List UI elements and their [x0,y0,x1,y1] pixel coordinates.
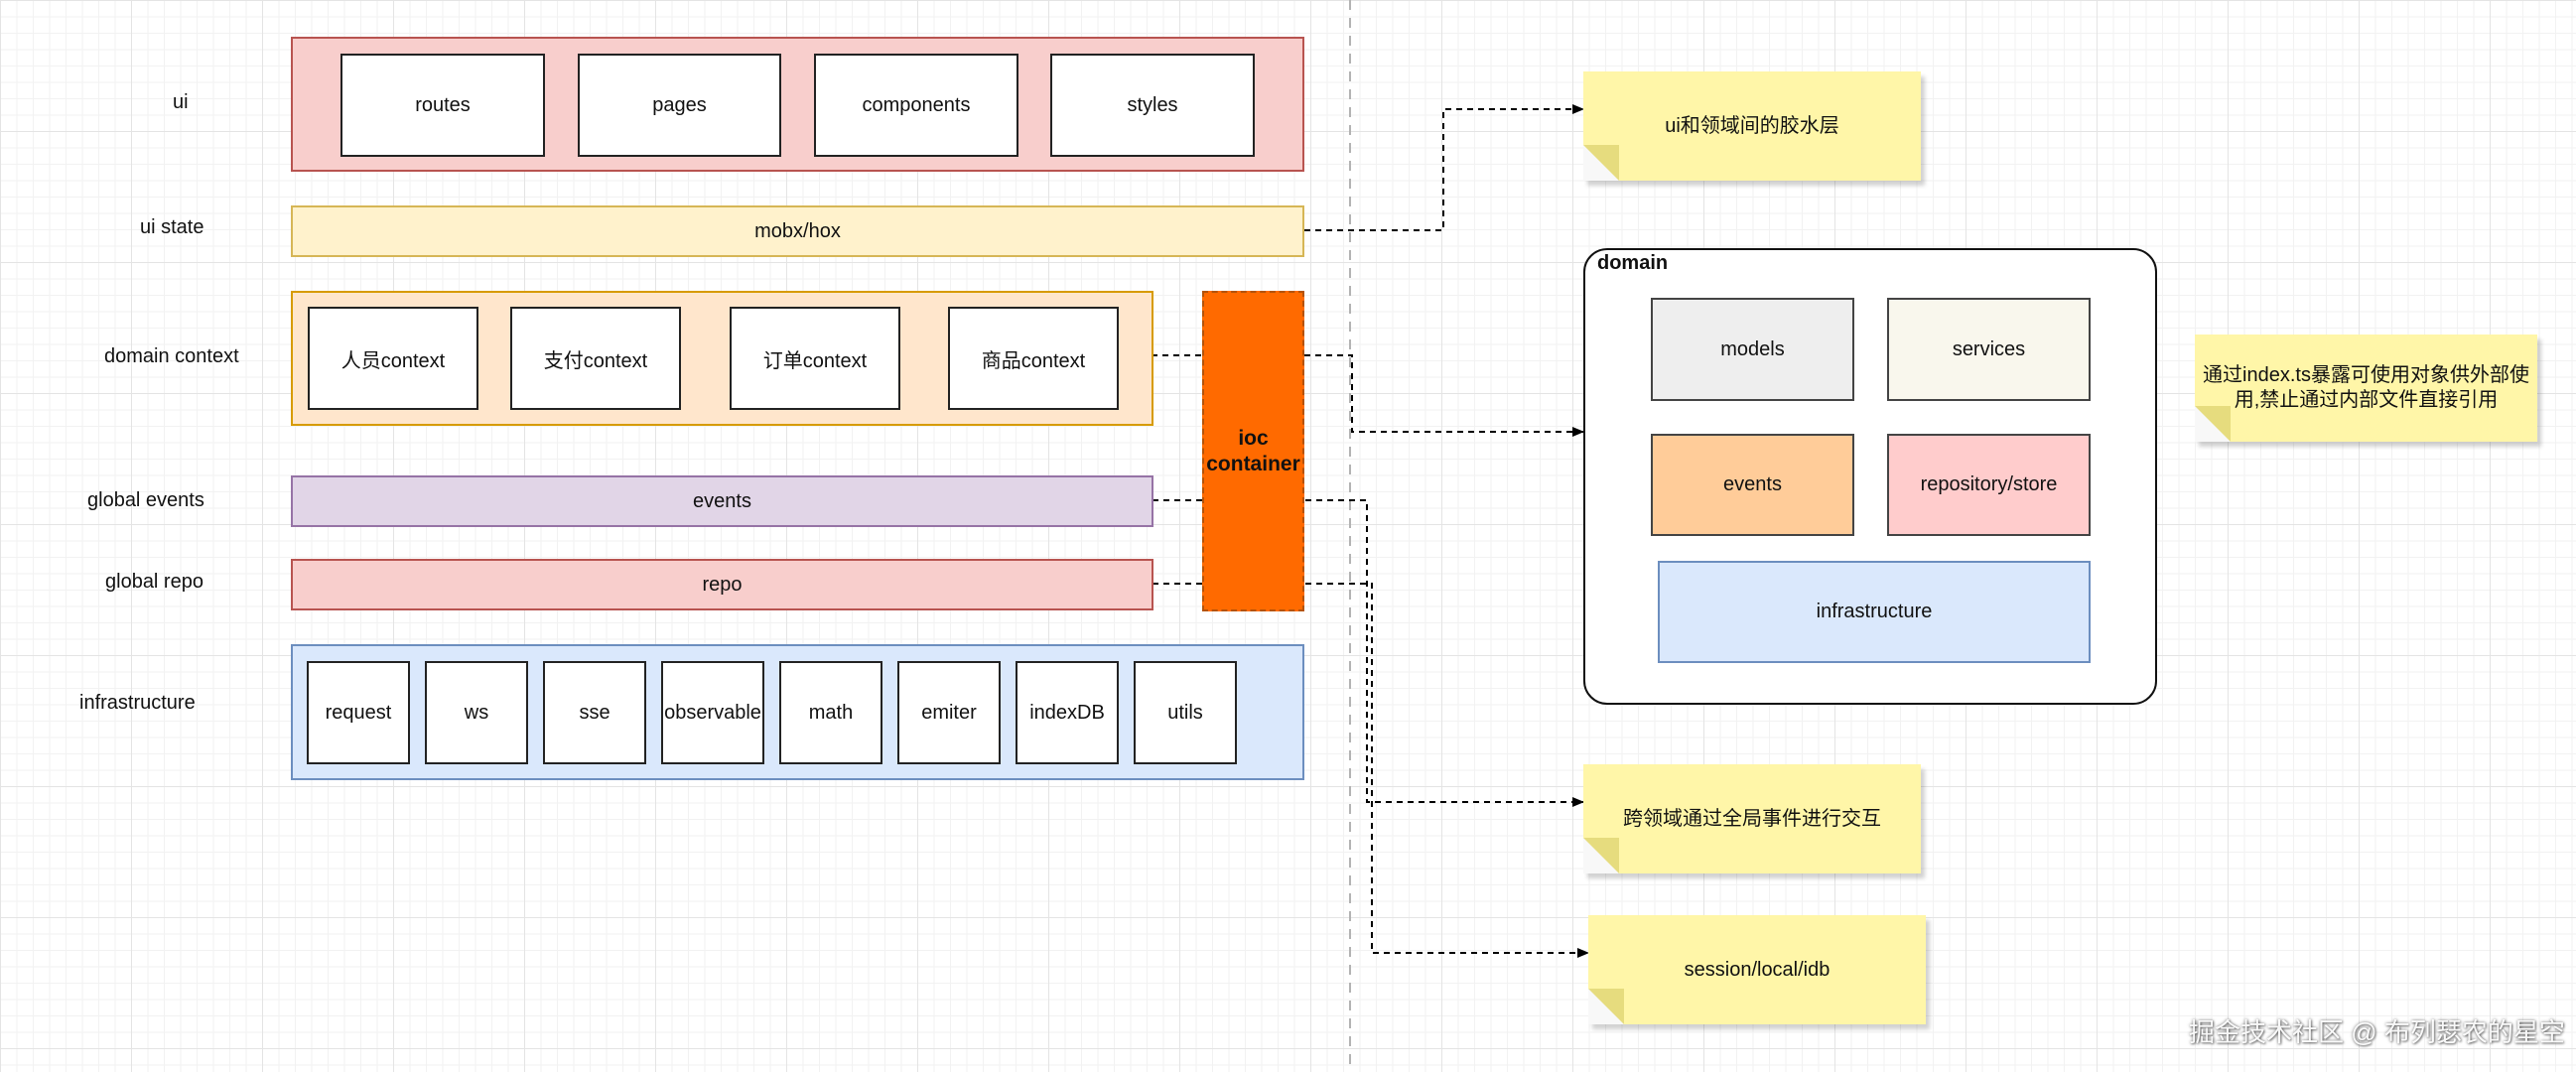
ui-state-bar: mobx/hox [291,205,1304,257]
infra-item-utils: utils [1134,661,1237,764]
domain-repository-store: repository/store [1887,434,2091,536]
context-order: 订单context [730,307,900,410]
ui-item-styles: styles [1050,54,1255,157]
ioc-label-line1: ioc [1238,427,1269,451]
note-storage: session/local/idb [1588,915,1926,1024]
row-label-domain-context: domain context [104,345,239,367]
infra-item-math: math [779,661,882,764]
row-label-ui-state: ui state [140,216,204,238]
note-export-rule: 通过index.ts暴露可使用对象供外部使用,禁止通过内部文件直接引用 [2195,335,2537,442]
domain-events: events [1651,434,1854,536]
infra-item-observable: observable [661,661,764,764]
ui-item-pages: pages [578,54,781,157]
infra-item-emiter: emiter [897,661,1001,764]
context-goods: 商品context [948,307,1119,410]
global-events-bar: events [291,475,1153,527]
infra-item-sse: sse [543,661,646,764]
ioc-label-line2: container [1206,452,1300,475]
domain-panel-title: domain [1597,252,1669,274]
row-label-global-events: global events [87,489,204,511]
connector-events-to-cross-note [1152,499,1584,807]
context-people: 人员context [308,307,478,410]
note-cross-domain: 跨领域通过全局事件进行交互 [1583,764,1921,873]
connector-state-to-glue-note [1304,104,1584,231]
domain-models: models [1651,298,1854,401]
global-repo-bar: repo [291,559,1153,610]
infra-item-ws: ws [425,661,528,764]
domain-services: services [1887,298,2091,401]
ioc-container: ioc container [1202,291,1304,611]
ui-item-components: components [814,54,1018,157]
context-payment: 支付context [510,307,681,410]
row-label-ui: ui [173,91,189,113]
row-label-global-repo: global repo [105,571,203,593]
note-glue-layer: ui和领域间的胶水层 [1583,71,1921,181]
infra-item-indexdb: indexDB [1016,661,1119,764]
ui-item-routes: routes [340,54,545,157]
domain-infrastructure: infrastructure [1658,561,2091,663]
watermark: 掘金技术社区 @ 布列瑟农的星空 [2189,1017,2565,1047]
row-label-infrastructure: infrastructure [79,692,196,714]
infra-item-request: request [307,661,410,764]
